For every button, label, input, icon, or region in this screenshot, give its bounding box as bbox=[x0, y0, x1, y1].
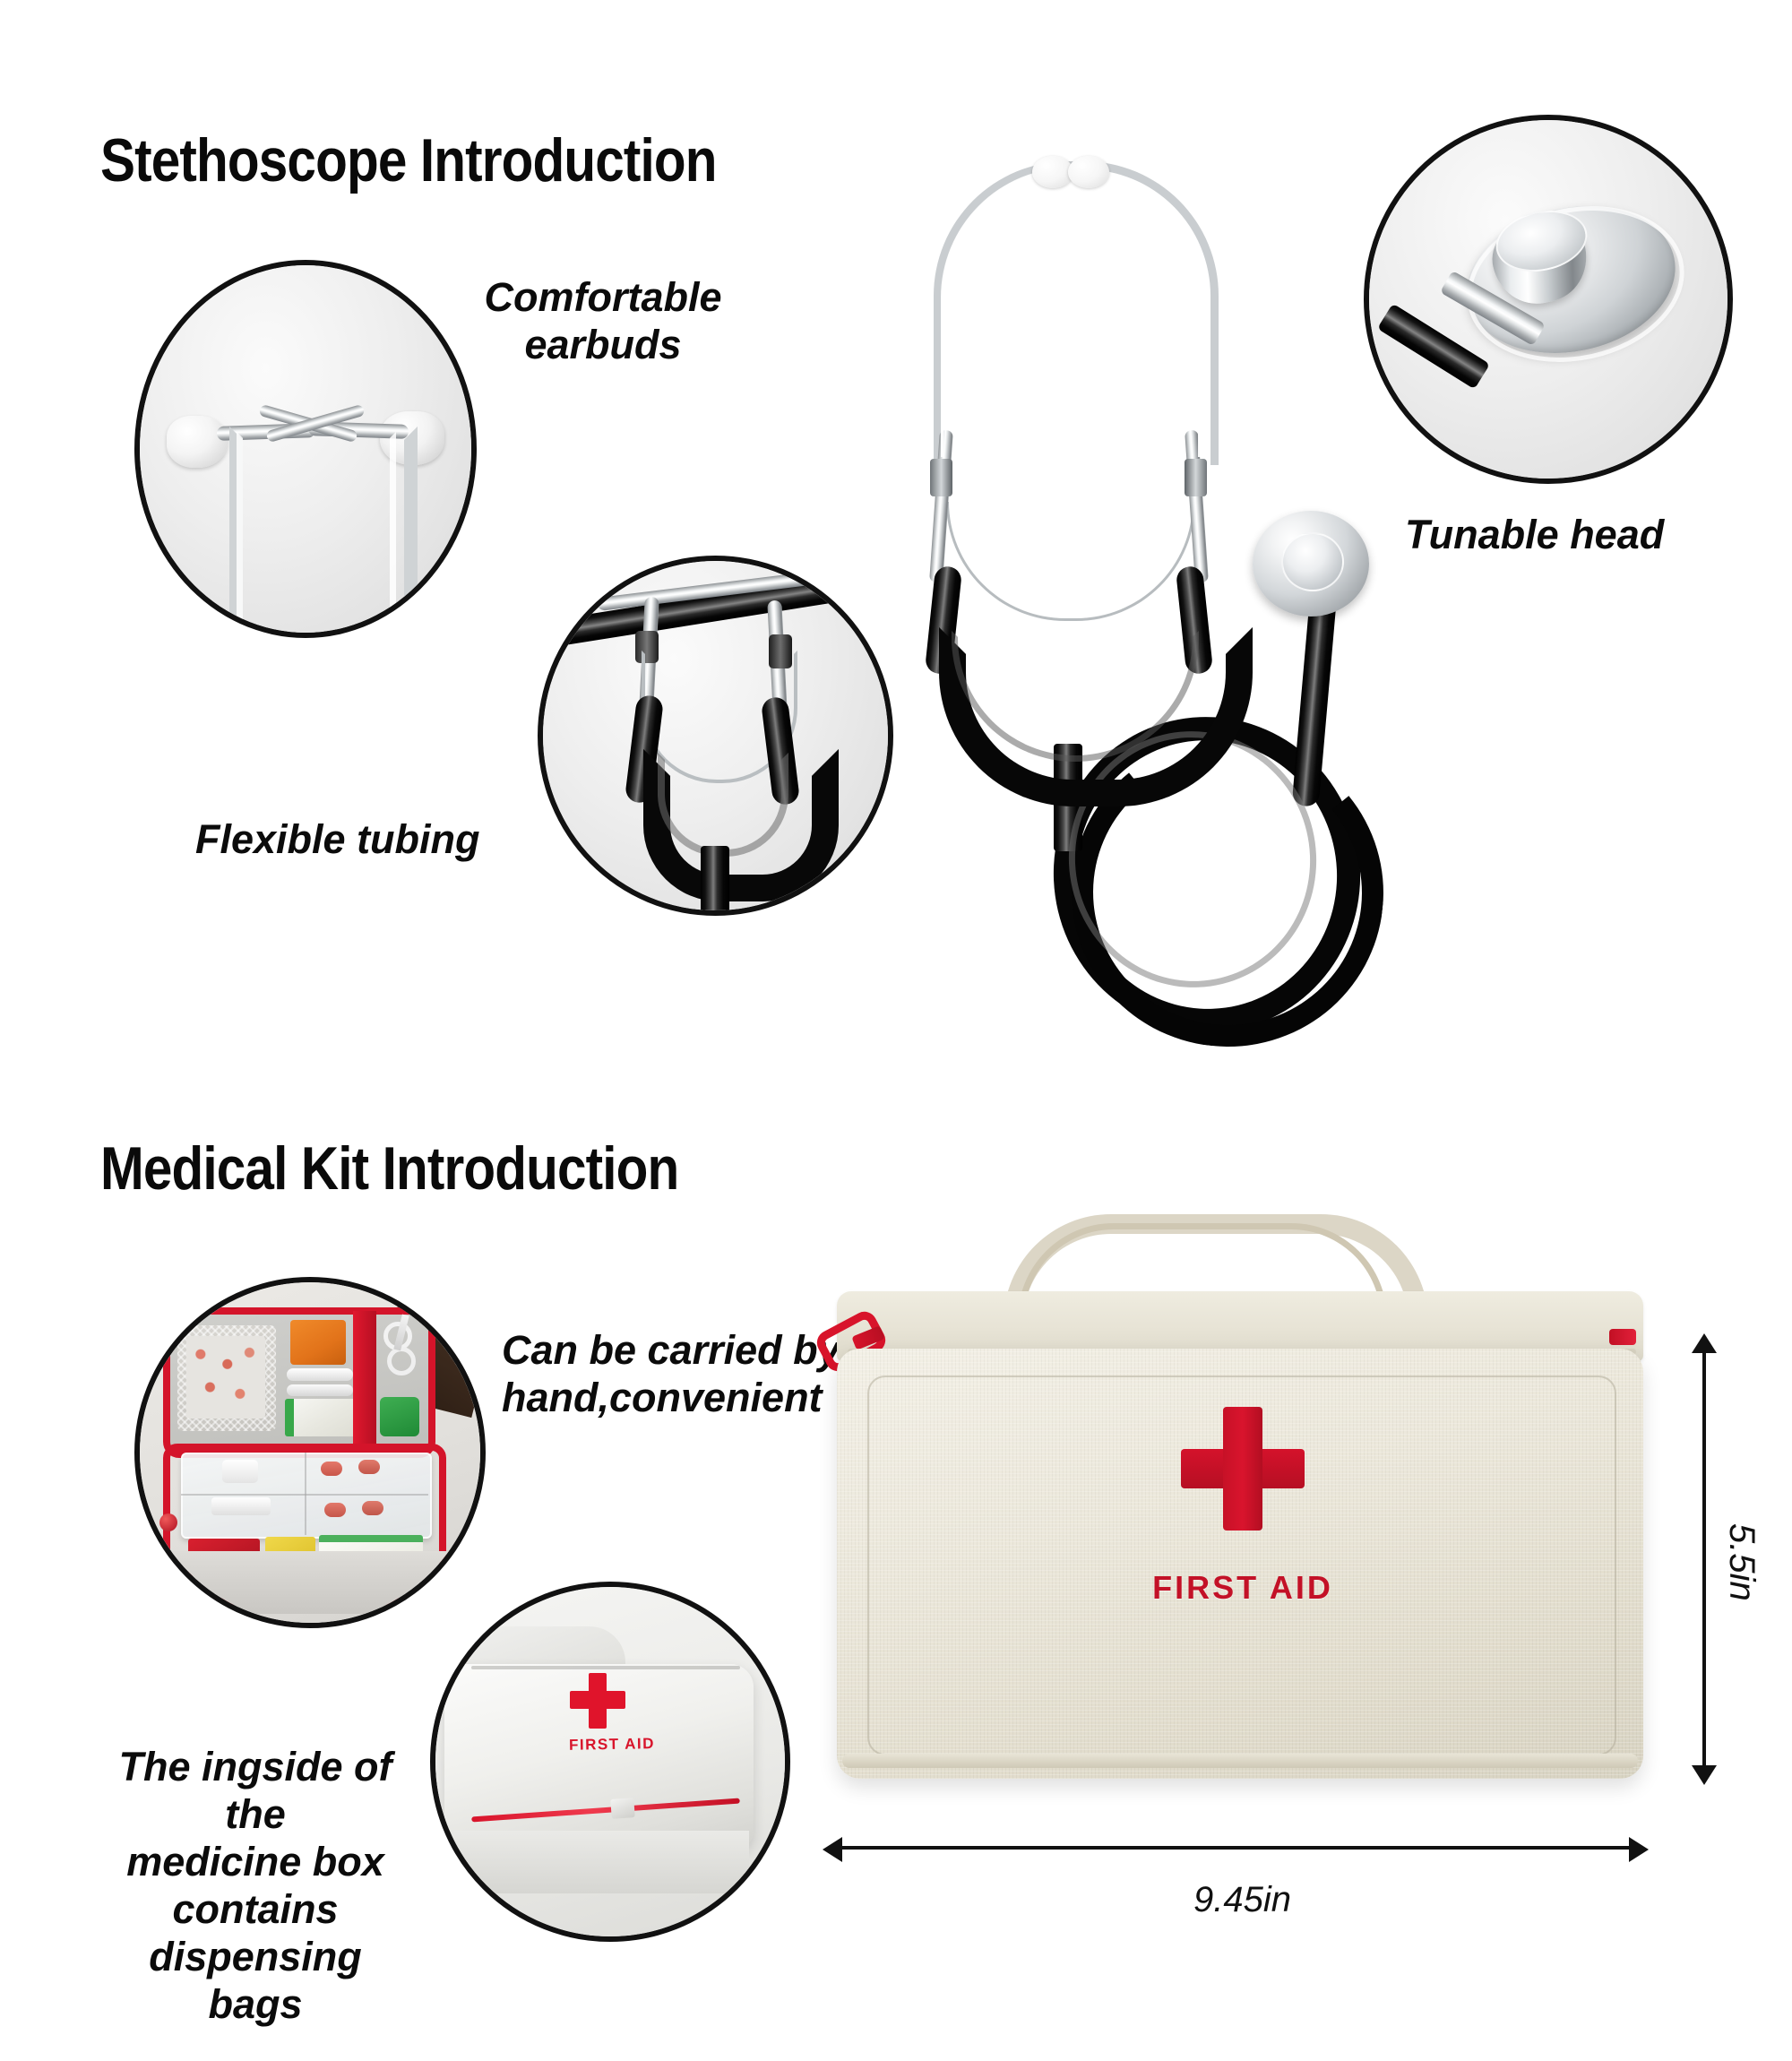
main-tension-spring bbox=[946, 502, 1195, 621]
main-left-earbud bbox=[1032, 156, 1073, 188]
kit-zipper-pull bbox=[159, 1513, 177, 1531]
callout-flexible-tubing: Flexible tubing bbox=[195, 816, 480, 862]
closed-kit-brand-text: FIRST AID bbox=[568, 1735, 656, 1754]
photo-closed-medical-kit: FIRST AID bbox=[430, 1582, 790, 1942]
page-title-stethoscope: Stethoscope Introduction bbox=[100, 126, 717, 194]
kit-tray-white-item-2 bbox=[211, 1497, 271, 1515]
bag-bottom-piping bbox=[842, 1754, 1638, 1768]
kit-capsule-4 bbox=[362, 1501, 383, 1515]
kit-white-tube-1 bbox=[287, 1368, 353, 1381]
closed-kit-cross-vertical bbox=[589, 1673, 607, 1729]
photo-comfortable-earbuds bbox=[134, 260, 477, 638]
photo-flexible-tubing bbox=[538, 556, 893, 916]
main-binaural-highlight bbox=[941, 168, 1201, 457]
kit-capsule-1 bbox=[321, 1462, 342, 1476]
photo-open-medical-kit bbox=[134, 1277, 486, 1628]
main-right-earbud bbox=[1068, 156, 1109, 188]
kit-tray-white-item bbox=[222, 1460, 258, 1483]
dimension-height-arrow-bottom bbox=[1692, 1765, 1717, 1785]
dimension-width-arrow-left bbox=[823, 1837, 842, 1862]
main-chestpiece-bell bbox=[1281, 532, 1344, 591]
bag-zipper-end-right bbox=[1609, 1329, 1636, 1345]
kit-capsule-2 bbox=[358, 1460, 380, 1474]
kit-capsule-3 bbox=[324, 1503, 346, 1517]
callout-comfortable-earbuds: Comfortable earbuds bbox=[484, 274, 722, 368]
binaural-u-bend-highlight bbox=[237, 432, 396, 633]
left-earbud-tip bbox=[167, 416, 228, 468]
dimension-width-label: 9.45in bbox=[1193, 1880, 1291, 1919]
main-first-aid-bag-image: FIRST AID bbox=[812, 1214, 1667, 1841]
kit-outer-shell bbox=[154, 1551, 450, 1614]
kit-tray-divider-v bbox=[305, 1453, 306, 1535]
kit-green-box bbox=[285, 1399, 364, 1436]
dimension-height-label: 5.5in bbox=[1722, 1523, 1762, 1601]
bag-brand-text: FIRST AID bbox=[1152, 1569, 1333, 1606]
callout-tunable-head: Tunable head bbox=[1405, 512, 1665, 557]
main-left-connector bbox=[930, 459, 952, 496]
closed-kit-bottom-shell bbox=[453, 1831, 749, 1893]
kit-clear-tray bbox=[181, 1453, 432, 1539]
kit-orange-box bbox=[290, 1320, 346, 1365]
dimension-width-line bbox=[842, 1846, 1631, 1850]
main-chestpiece-tube bbox=[1291, 591, 1338, 807]
kit-scissors-loop-2 bbox=[387, 1347, 416, 1375]
kit-red-elastic-strap bbox=[353, 1311, 376, 1444]
dimension-height-arrow-top bbox=[1692, 1333, 1717, 1353]
photo-tunable-head bbox=[1364, 115, 1733, 484]
bag-cross-vertical bbox=[1223, 1407, 1262, 1531]
main-right-connector bbox=[1185, 459, 1207, 496]
dimension-height-line bbox=[1702, 1344, 1706, 1774]
callout-carried-by-hand: Can be carried by hand,convenient bbox=[502, 1327, 840, 1421]
main-stethoscope-image bbox=[896, 156, 1434, 1063]
page-title-medical-kit: Medical Kit Introduction bbox=[100, 1134, 679, 1203]
kit-green-bottle bbox=[380, 1397, 419, 1436]
kit-pill-sheet bbox=[186, 1336, 265, 1419]
closed-kit-zipper-slider bbox=[610, 1798, 635, 1819]
closed-kit-top-seam bbox=[471, 1666, 740, 1669]
dimension-width-arrow-right bbox=[1629, 1837, 1649, 1862]
kit-white-tube-2 bbox=[287, 1384, 353, 1396]
tube-main-stem bbox=[701, 846, 729, 910]
callout-inside-medicine-box: The ingside of the medicine box contains… bbox=[118, 1744, 392, 2028]
